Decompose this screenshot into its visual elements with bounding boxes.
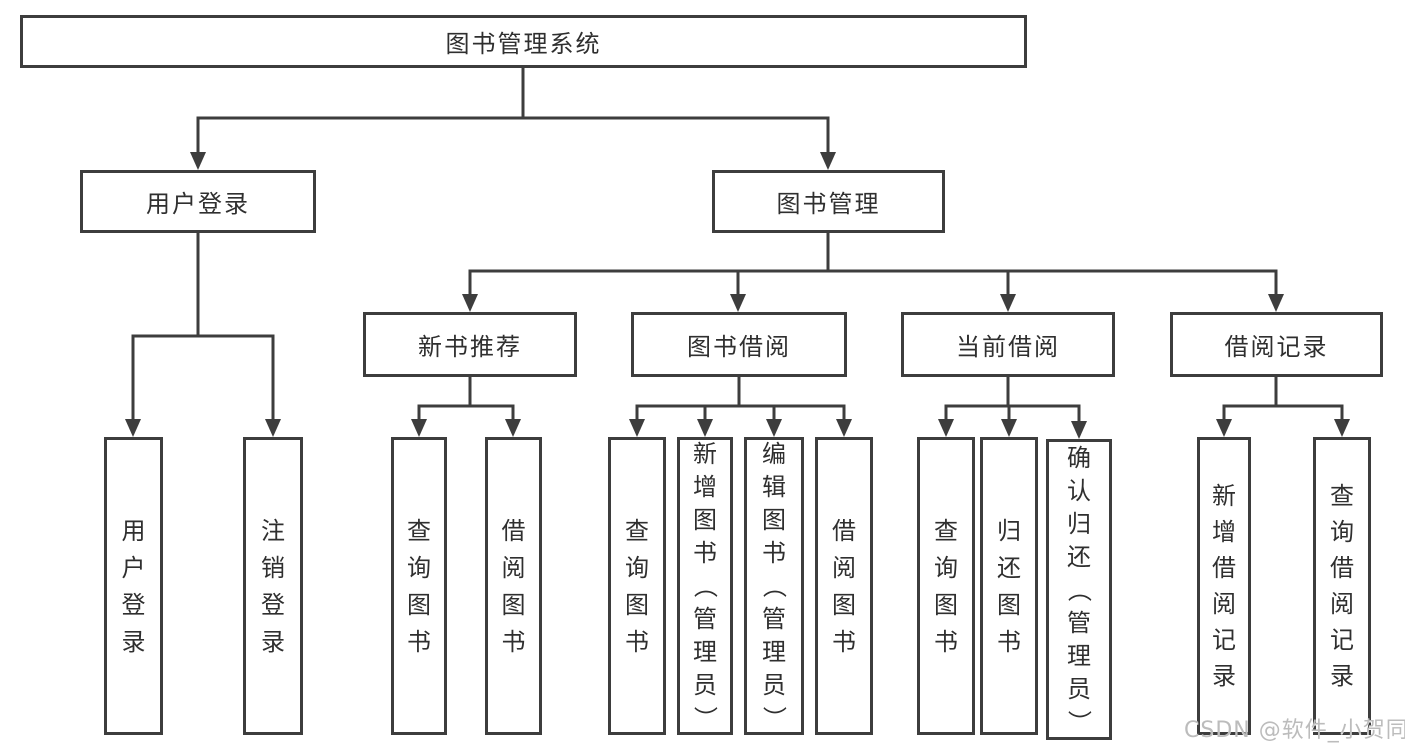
connector-root [190, 66, 836, 170]
leaf-current-confirm-return: 确认归还（管理员） [1046, 439, 1112, 740]
connector-book-borrow [629, 375, 852, 437]
connector-user-login [125, 231, 281, 437]
leaf-records-query-record: 查询借阅记录 [1313, 437, 1371, 735]
leaf-records-add-record: 新增借阅记录 [1197, 437, 1251, 735]
leaf-borrow-query-book: 查询图书 [608, 437, 666, 735]
connector-current-borrow [938, 375, 1087, 439]
leaf-borrow-borrow-book: 借阅图书 [815, 437, 873, 735]
node-new-book-recommend: 新书推荐 [363, 312, 577, 377]
node-book-management: 图书管理 [712, 170, 945, 233]
connector-new-book-recommend [411, 375, 521, 437]
leaf-newbook-borrow-book: 借阅图书 [485, 437, 542, 735]
leaf-borrow-add-book: 新增图书（管理员） [677, 437, 733, 735]
connector-borrow-records [1216, 375, 1350, 437]
node-book-borrow: 图书借阅 [631, 312, 847, 377]
leaf-user-login: 用户登录 [104, 437, 163, 735]
leaf-current-query-book: 查询图书 [917, 437, 975, 735]
leaf-logout: 注销登录 [243, 437, 303, 735]
node-user-login: 用户登录 [80, 170, 316, 233]
leaf-borrow-edit-book: 编辑图书（管理员） [744, 437, 804, 735]
leaf-newbook-query-book: 查询图书 [391, 437, 447, 735]
node-borrow-records: 借阅记录 [1170, 312, 1383, 377]
root-node: 图书管理系统 [20, 15, 1027, 68]
node-current-borrow: 当前借阅 [901, 312, 1115, 377]
leaf-current-return-book: 归还图书 [980, 437, 1038, 735]
connector-book-management [462, 231, 1284, 312]
watermark: CSDN @软件_小贺同学 [1184, 718, 1405, 743]
